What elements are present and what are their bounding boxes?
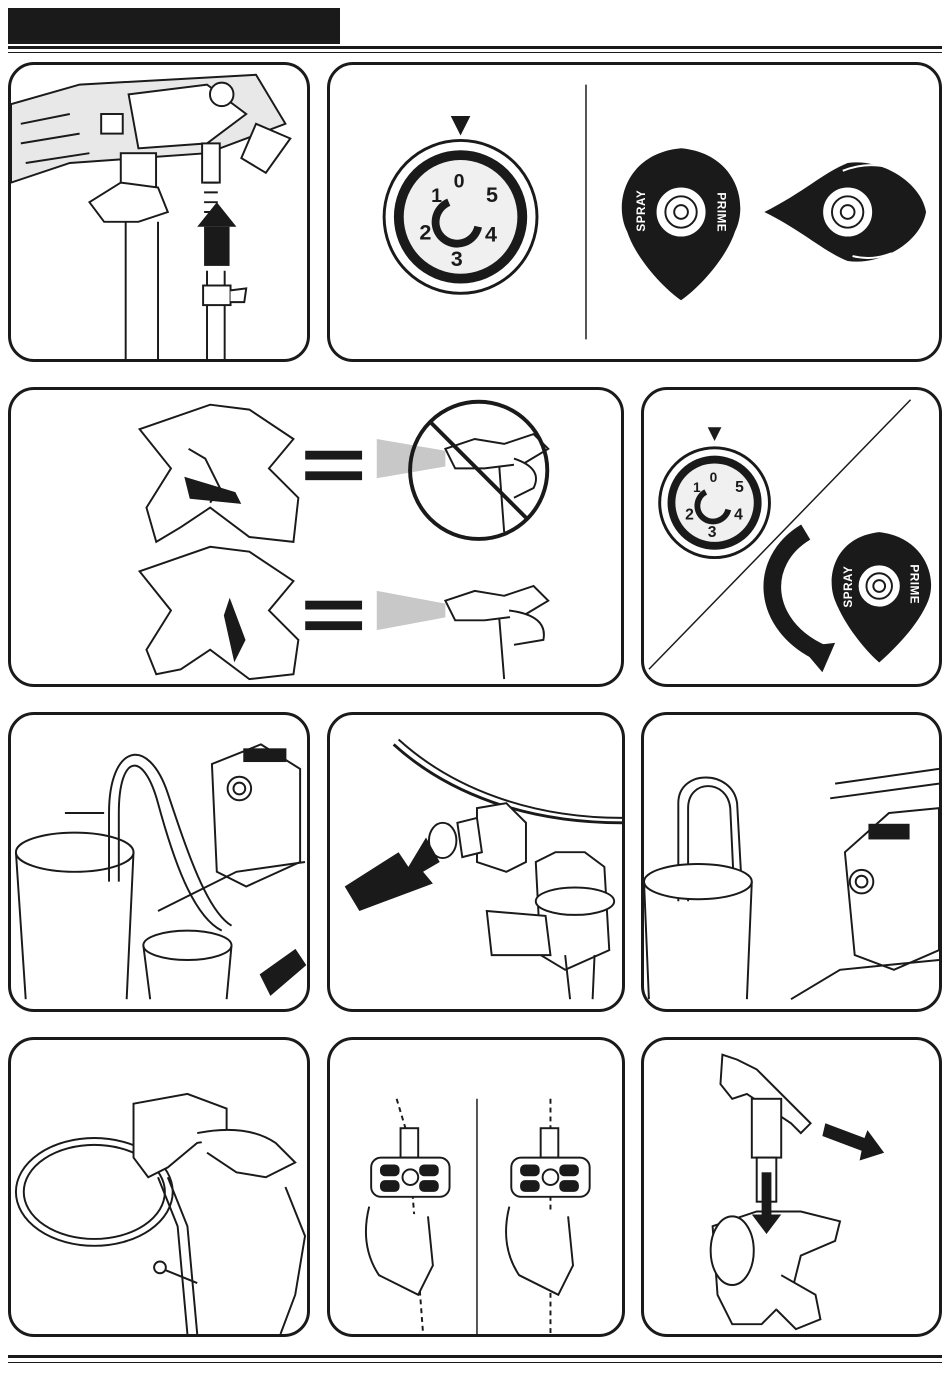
svg-text:5: 5 [735,479,744,496]
prime-label-small: PRIME [908,564,921,604]
panel-sprayer-bucket [641,712,942,1012]
rotate-arrow-icon [772,532,820,653]
footer-rule-thin [8,1362,942,1363]
panel-spray-gun-hose [8,1037,310,1337]
equals-icon [305,451,362,630]
panel-tip-insertion [641,1037,942,1337]
illustration-tip-insertion [644,1040,939,1334]
svg-text:1: 1 [693,480,701,495]
indicator-triangle-small-icon [708,427,722,441]
svg-text:4: 4 [734,506,743,523]
panel-suction-tube-attach [8,62,310,362]
footer-rule [8,1355,942,1358]
dial-number-0: 0 [454,171,465,193]
up-arrow-icon [197,202,236,266]
push-arrow-icon [345,838,440,911]
illustration-spray-gun-hose [11,1040,307,1334]
dial-number-4: 4 [485,221,497,246]
panel-press-button [327,712,625,1012]
illustration-dial-rotate: 0 1 2 3 4 5 SPRAY PRIME [644,390,939,684]
illustration-trigger-lock [11,390,621,684]
illustration-press-button [330,715,622,1009]
pressure-dial-icon: 0 1 2 3 4 5 [384,140,537,293]
illustration-prime-bucket [11,715,307,1009]
panel-trigger-lock [8,387,624,687]
panel-tip-orientation [327,1037,625,1337]
panel-dial-rotate: 0 1 2 3 4 5 SPRAY PRIME [641,387,942,687]
valve-rotated-icon [764,162,926,261]
header-rule [8,46,942,49]
illustration-dial-and-valve: 0 1 2 3 4 5 SPRAY PRIME [330,65,939,359]
dial-number-3: 3 [451,246,463,271]
dial-number-5: 5 [486,182,498,207]
panel-pressure-and-valve: 0 1 2 3 4 5 SPRAY PRIME [327,62,942,362]
spray-cone-active [377,591,446,630]
pull-arrow-icon [822,1123,884,1160]
pressure-dial-small-icon: 0 1 2 3 4 5 [660,448,770,558]
panel-prime-bucket [8,712,310,1012]
spray-label-small: SPRAY [842,566,855,608]
svg-text:0: 0 [710,470,718,485]
header-rule-thin [8,52,942,53]
dial-number-2: 2 [419,219,431,244]
illustration-tip-orientation [330,1040,622,1334]
svg-text:3: 3 [708,524,717,541]
dial-number-1: 1 [431,185,442,207]
illustration-suction-attach [11,65,307,359]
illustration-sprayer-bucket [644,715,939,1009]
spray-label: SPRAY [635,190,648,232]
section-header-bar [8,8,340,44]
prime-spray-valve-icon: SPRAY PRIME [622,148,741,300]
valve-small-icon: SPRAY PRIME [832,532,931,662]
prime-label: PRIME [714,192,727,232]
svg-text:2: 2 [685,506,694,523]
indicator-triangle-icon [451,116,471,136]
